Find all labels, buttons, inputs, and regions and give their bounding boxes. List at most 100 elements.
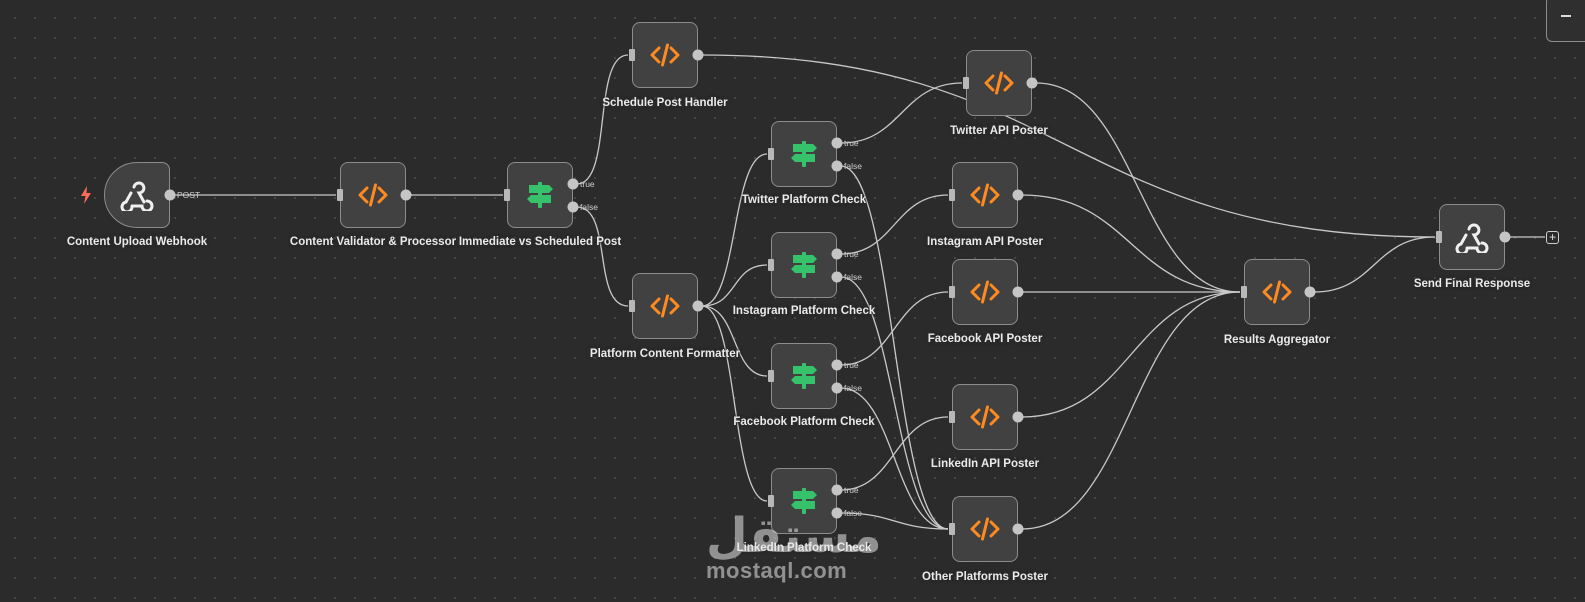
input-port-fbpost[interactable] — [949, 286, 955, 298]
input-port-formatter[interactable] — [629, 300, 635, 312]
trigger-bolt-icon — [81, 186, 91, 204]
output-port-igcheck-false[interactable] — [831, 271, 843, 283]
node-label-schedule: Schedule Post Handler — [602, 97, 728, 109]
output-port-otherpost-main[interactable] — [1012, 523, 1024, 535]
add-node-button[interactable]: + — [1546, 231, 1559, 244]
output-port-fbcheck-false[interactable] — [831, 382, 843, 394]
webhook-icon — [1455, 221, 1489, 253]
output-port-twcheck-false[interactable] — [831, 160, 843, 172]
connection-fbcheck-true-fbpost[interactable] — [840, 291, 949, 366]
node-otherpost[interactable] — [952, 496, 1018, 562]
if-icon — [789, 250, 819, 280]
node-schedule[interactable] — [632, 22, 698, 88]
webhook-icon — [120, 179, 154, 211]
output-port-fbpost-main[interactable] — [1012, 286, 1024, 298]
port-label-licheck-true: true — [844, 485, 859, 495]
output-port-igcheck-true[interactable] — [831, 248, 843, 260]
node-twcheck[interactable] — [771, 121, 837, 187]
node-igcheck[interactable] — [771, 232, 837, 298]
output-port-lipost-main[interactable] — [1012, 411, 1024, 423]
code-icon — [358, 183, 388, 207]
input-port-twpost[interactable] — [963, 77, 969, 89]
node-label-igpost: Instagram API Poster — [927, 236, 1043, 248]
connection-twcheck-false-otherpost[interactable] — [840, 165, 949, 530]
connection-licheck-false-otherpost[interactable] — [840, 512, 949, 530]
input-port-aggregator[interactable] — [1241, 286, 1247, 298]
node-label-lipost: LinkedIn API Poster — [930, 458, 1040, 470]
connection-twcheck-true-twpost[interactable] — [840, 82, 963, 144]
connection-otherpost-main-aggregator[interactable] — [1021, 291, 1241, 530]
connection-licheck-true-lipost[interactable] — [840, 416, 949, 491]
connection-formatter-main-fbcheck[interactable] — [701, 305, 768, 377]
output-port-formatter-main[interactable] — [692, 300, 704, 312]
port-label-twcheck-false: false — [844, 161, 862, 171]
input-port-otherpost[interactable] — [949, 523, 955, 535]
input-port-licheck[interactable] — [768, 495, 774, 507]
connection-fbcheck-false-otherpost[interactable] — [840, 387, 949, 530]
connection-ifsched-true-schedule[interactable] — [576, 54, 629, 185]
node-igpost[interactable] — [952, 162, 1018, 228]
connection-igpost-main-aggregator[interactable] — [1021, 194, 1241, 293]
connection-ifsched-false-formatter[interactable] — [576, 206, 629, 307]
connection-igcheck-true-igpost[interactable] — [840, 194, 949, 255]
output-port-ifsched-true[interactable] — [567, 178, 579, 190]
output-port-licheck-true[interactable] — [831, 484, 843, 496]
node-licheck[interactable] — [771, 468, 837, 534]
connection-schedule-main-final[interactable] — [701, 54, 1436, 238]
code-icon — [650, 43, 680, 67]
connection-lipost-main-aggregator[interactable] — [1021, 291, 1241, 418]
node-final[interactable] — [1439, 204, 1505, 270]
node-label-aggregator: Results Aggregator — [1223, 334, 1331, 346]
output-port-schedule-main[interactable] — [692, 49, 704, 61]
output-port-final-main[interactable] — [1499, 231, 1511, 243]
node-label-fbpost: Facebook API Poster — [927, 333, 1043, 345]
input-port-schedule[interactable] — [629, 49, 635, 61]
connection-aggregator-main-final[interactable] — [1313, 236, 1436, 293]
connection-igcheck-false-otherpost[interactable] — [840, 276, 949, 530]
input-port-fbcheck[interactable] — [768, 370, 774, 382]
code-icon — [970, 517, 1000, 541]
node-lipost[interactable] — [952, 384, 1018, 450]
output-port-ifsched-false[interactable] — [567, 201, 579, 213]
if-icon — [525, 180, 555, 210]
node-webhook[interactable] — [104, 162, 170, 228]
node-ifsched[interactable] — [507, 162, 573, 228]
output-port-webhook-main[interactable] — [164, 189, 176, 201]
output-port-fbcheck-true[interactable] — [831, 359, 843, 371]
input-port-igpost[interactable] — [949, 189, 955, 201]
connection-formatter-main-igcheck[interactable] — [701, 264, 768, 307]
input-port-igcheck[interactable] — [768, 259, 774, 271]
node-fbcheck[interactable] — [771, 343, 837, 409]
input-port-lipost[interactable] — [949, 411, 955, 423]
input-port-validator[interactable] — [337, 189, 343, 201]
port-label-licheck-false: false — [844, 508, 862, 518]
connection-formatter-main-licheck[interactable] — [701, 305, 768, 502]
port-label-igcheck-true: true — [844, 249, 859, 259]
output-port-twpost-main[interactable] — [1026, 77, 1038, 89]
if-icon — [789, 139, 819, 169]
output-port-igpost-main[interactable] — [1012, 189, 1024, 201]
watermark-arabic: مستقل — [706, 508, 883, 564]
zoom-out-button[interactable] — [1546, 0, 1585, 42]
node-validator[interactable] — [340, 162, 406, 228]
port-label-twcheck-true: true — [844, 138, 859, 148]
output-port-licheck-false[interactable] — [831, 507, 843, 519]
if-icon — [789, 361, 819, 391]
output-port-aggregator-main[interactable] — [1304, 286, 1316, 298]
node-label-final: Send Final Response — [1413, 278, 1531, 290]
connection-twpost-main-aggregator[interactable] — [1035, 82, 1241, 293]
input-port-twcheck[interactable] — [768, 148, 774, 160]
connection-formatter-main-twcheck[interactable] — [701, 153, 768, 307]
input-port-ifsched[interactable] — [504, 189, 510, 201]
port-label-igcheck-false: false — [844, 272, 862, 282]
output-port-twcheck-true[interactable] — [831, 137, 843, 149]
input-port-final[interactable] — [1436, 231, 1442, 243]
port-label-fbcheck-true: true — [844, 360, 859, 370]
node-fbpost[interactable] — [952, 259, 1018, 325]
node-formatter[interactable] — [632, 273, 698, 339]
node-twpost[interactable] — [966, 50, 1032, 116]
output-port-validator-main[interactable] — [400, 189, 412, 201]
minus-icon — [1561, 15, 1571, 17]
node-aggregator[interactable] — [1244, 259, 1310, 325]
